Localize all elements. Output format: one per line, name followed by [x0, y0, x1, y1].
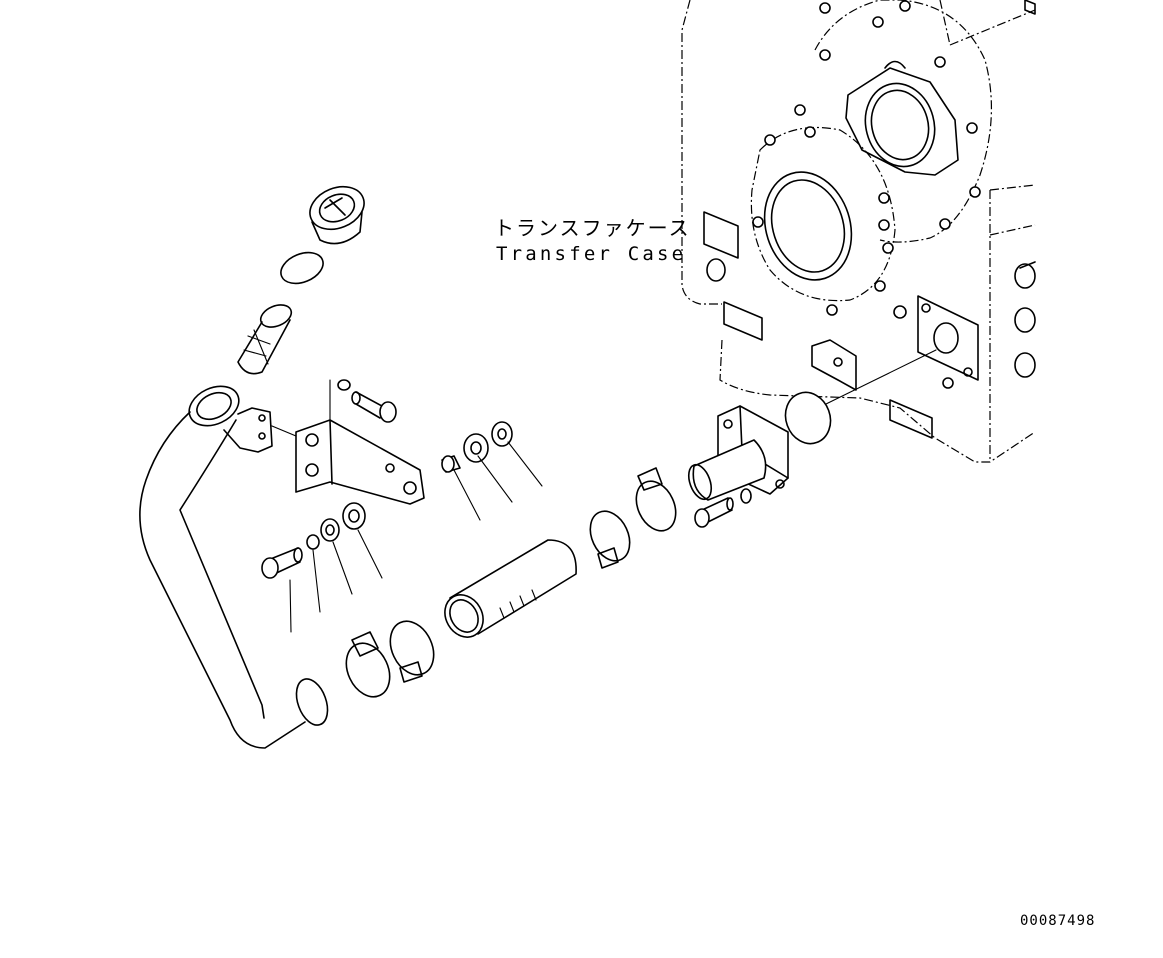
bolt-elbow [694, 497, 734, 528]
gasket [784, 391, 832, 445]
clamp-2 [389, 620, 435, 683]
transfer-case [681, 0, 1036, 463]
bolt-top [351, 391, 397, 423]
callout-japanese: トランスファケース [494, 216, 691, 240]
washer-small-lower [306, 534, 320, 550]
spacer-lower [342, 502, 366, 530]
washer-elbow [740, 488, 752, 504]
spacer [463, 433, 489, 463]
bolt-lower [261, 547, 303, 579]
washer-mid-lower [320, 518, 340, 542]
cap-o-ring [280, 251, 324, 285]
washer [491, 421, 513, 447]
clamp-1 [345, 631, 391, 698]
flange-elbow [687, 405, 789, 501]
hose [444, 539, 577, 638]
filler-cap [309, 185, 365, 245]
clamp-4 [635, 467, 677, 532]
drawing-number: 00087498 [1020, 913, 1095, 929]
strainer [237, 304, 293, 375]
clamp-3 [589, 510, 631, 569]
callout-english: Transfer Case [496, 243, 686, 265]
washer-small-top [337, 379, 351, 391]
bracket [271, 379, 425, 505]
filler-tube [139, 385, 329, 749]
collar [441, 455, 461, 473]
